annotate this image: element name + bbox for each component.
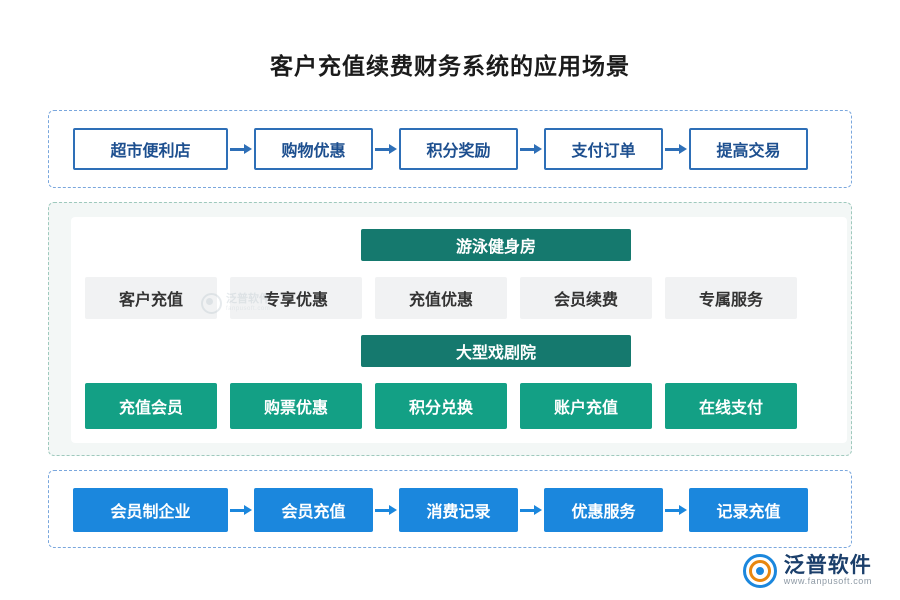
- node-gym-2[interactable]: 专享优惠: [230, 277, 362, 319]
- node-supermarket-3[interactable]: 积分奖励: [399, 128, 518, 170]
- node-gym-1[interactable]: 客户充值: [85, 277, 217, 319]
- brand-logo-icon: [742, 554, 777, 588]
- brand-text: 泛普软件 www.fanpusoft.com: [783, 554, 872, 587]
- arrow-right-icon: [518, 504, 544, 516]
- node-gym-4[interactable]: 会员续费: [520, 277, 652, 319]
- arrow-right-icon: [228, 143, 254, 155]
- node-supermarket-2[interactable]: 购物优惠: [254, 128, 373, 170]
- node-theatre-1[interactable]: 充值会员: [85, 383, 217, 429]
- theatre-row: 充值会员 购票优惠 积分兑换 账户充值 在线支付: [85, 383, 797, 429]
- brand-name: 泛普软件: [783, 554, 872, 578]
- section-supermarket: 超市便利店 购物优惠 积分奖励 支付订单 提高交易: [48, 110, 852, 188]
- node-membership-1[interactable]: 会员制企业: [73, 488, 228, 532]
- page-title: 客户充值续费财务系统的应用场景: [270, 53, 630, 79]
- node-theatre-2[interactable]: 购票优惠: [230, 383, 362, 429]
- node-membership-3[interactable]: 消费记录: [399, 488, 518, 532]
- arrow-right-icon: [663, 504, 689, 516]
- arrow-right-icon: [373, 143, 399, 155]
- node-theatre-3[interactable]: 积分兑换: [375, 383, 507, 429]
- group-header-theatre: 大型戏剧院: [361, 335, 631, 367]
- node-gym-3[interactable]: 充值优惠: [375, 277, 507, 319]
- node-membership-5[interactable]: 记录充值: [689, 488, 808, 532]
- arrow-right-icon: [228, 504, 254, 516]
- membership-row: 会员制企业 会员充值 消费记录 优惠服务 记录充值: [73, 488, 808, 532]
- section-venues: 游泳健身房 客户充值 专享优惠 充值优惠 会员续费 专属服务 大型戏剧院 充值会…: [48, 202, 852, 456]
- group-header-gym: 游泳健身房: [361, 229, 631, 261]
- node-supermarket-5[interactable]: 提高交易: [689, 128, 808, 170]
- node-theatre-5[interactable]: 在线支付: [665, 383, 797, 429]
- node-membership-4[interactable]: 优惠服务: [544, 488, 663, 532]
- supermarket-row: 超市便利店 购物优惠 积分奖励 支付订单 提高交易: [73, 128, 808, 170]
- node-theatre-4[interactable]: 账户充值: [520, 383, 652, 429]
- arrow-right-icon: [373, 504, 399, 516]
- brand-url: www.fanpusoft.com: [783, 576, 872, 587]
- node-membership-2[interactable]: 会员充值: [254, 488, 373, 532]
- node-supermarket-4[interactable]: 支付订单: [544, 128, 663, 170]
- node-gym-5[interactable]: 专属服务: [665, 277, 797, 319]
- section-membership: 会员制企业 会员充值 消费记录 优惠服务 记录充值: [48, 470, 852, 548]
- arrow-right-icon: [518, 143, 544, 155]
- gym-row: 客户充值 专享优惠 充值优惠 会员续费 专属服务: [85, 277, 797, 319]
- brand-logo: 泛普软件 www.fanpusoft.com: [742, 554, 872, 588]
- node-supermarket-1[interactable]: 超市便利店: [73, 128, 228, 170]
- arrow-right-icon: [663, 143, 689, 155]
